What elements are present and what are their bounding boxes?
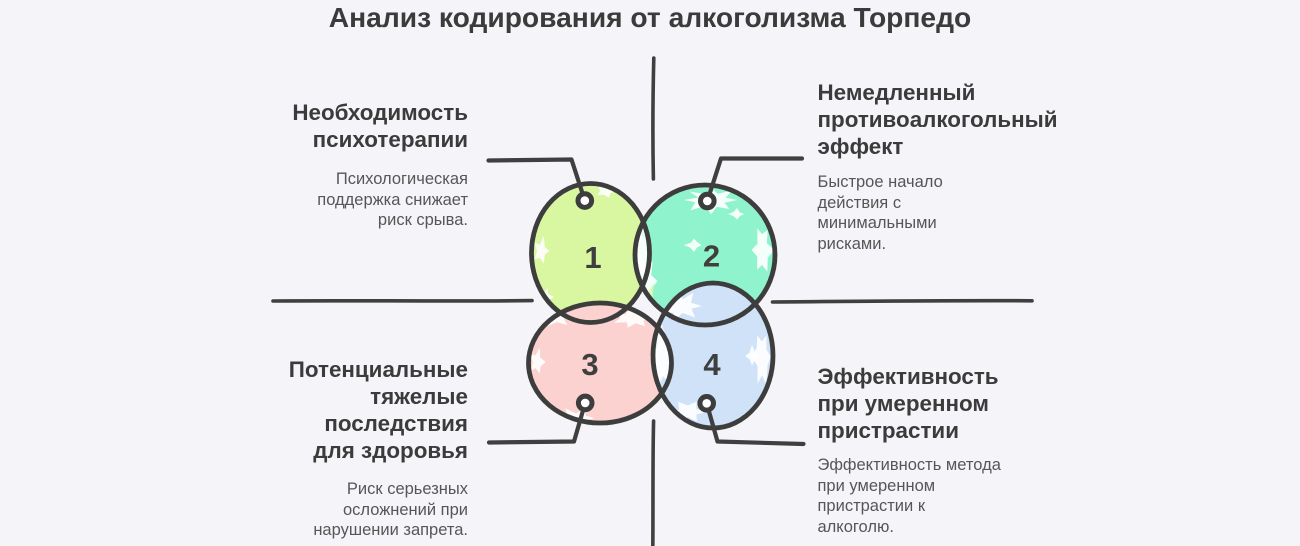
svg-text:2: 2 — [703, 239, 720, 274]
svg-text:4: 4 — [703, 347, 721, 382]
svg-text:1: 1 — [584, 240, 601, 275]
svg-text:3: 3 — [581, 347, 598, 382]
